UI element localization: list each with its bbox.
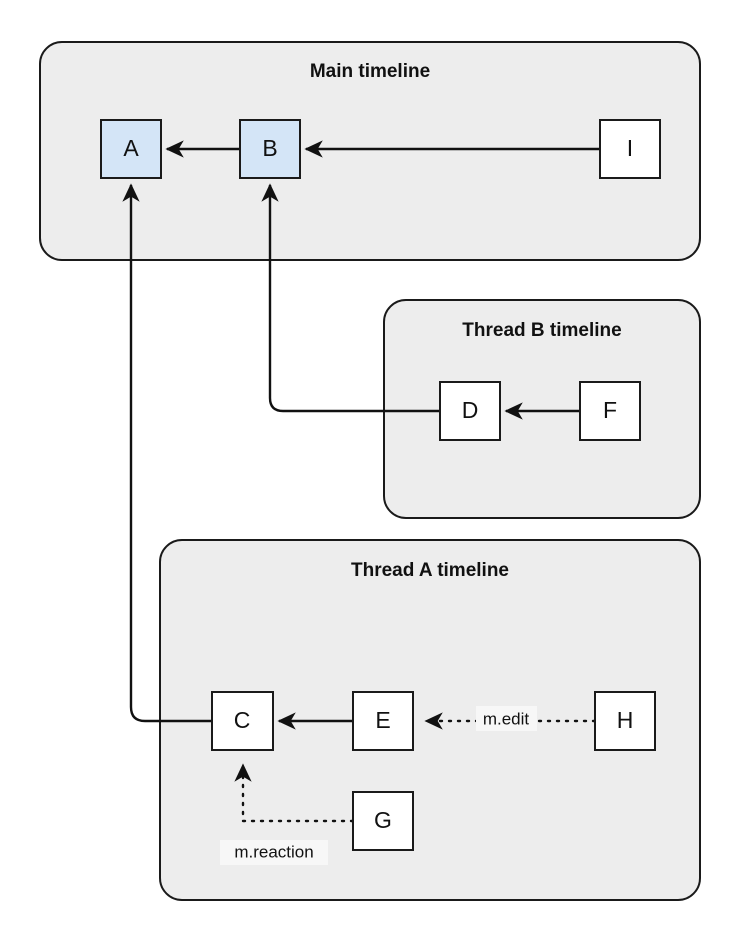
edge-label-m-edit-bg <box>476 706 537 731</box>
node-rect-G[interactable] <box>352 791 414 851</box>
node-label-I: I <box>627 135 633 161</box>
edge-label-m-reaction: m.reaction <box>220 840 328 865</box>
edge-label-m-edit-text: m.edit <box>483 709 530 728</box>
group-title-thread-a: Thread A timeline <box>351 560 509 581</box>
node-D[interactable]: D <box>439 381 501 441</box>
node-label-B: B <box>262 135 277 161</box>
edge-g-to-c <box>234 763 355 823</box>
group-box-main <box>39 41 701 261</box>
node-rect-C[interactable] <box>211 691 274 751</box>
edge-d-to-b <box>261 183 440 413</box>
node-E[interactable]: E <box>352 691 414 751</box>
node-rect-I[interactable] <box>599 119 661 179</box>
node-label-H: H <box>617 707 634 733</box>
node-C[interactable]: C <box>211 691 274 751</box>
node-label-C: C <box>234 707 251 733</box>
group-thread-b-timeline: Thread B timeline <box>383 299 701 519</box>
node-label-G: G <box>374 807 392 833</box>
node-rect-A[interactable] <box>100 119 162 179</box>
node-A[interactable]: A <box>100 119 162 179</box>
node-rect-H[interactable] <box>594 691 656 751</box>
node-label-A: A <box>123 135 139 161</box>
node-F[interactable]: F <box>579 381 641 441</box>
edge-label-m-reaction-bg <box>220 840 328 865</box>
node-rect-F[interactable] <box>579 381 641 441</box>
node-label-D: D <box>462 397 479 423</box>
edge-c-to-a <box>122 183 212 723</box>
node-I[interactable]: I <box>599 119 661 179</box>
node-G[interactable]: G <box>352 791 414 851</box>
node-rect-E[interactable] <box>352 691 414 751</box>
edge-label-m-reaction-text: m.reaction <box>234 842 313 861</box>
node-B[interactable]: B <box>239 119 301 179</box>
node-rect-D[interactable] <box>439 381 501 441</box>
node-rect-B[interactable] <box>239 119 301 179</box>
node-H[interactable]: H <box>594 691 656 751</box>
group-title-main: Main timeline <box>310 61 430 82</box>
edge-label-m-edit: m.edit <box>476 706 537 731</box>
group-box-thread-b <box>383 299 701 519</box>
node-label-F: F <box>603 397 617 423</box>
group-title-thread-b: Thread B timeline <box>462 320 621 341</box>
group-main-timeline: Main timeline <box>39 41 701 261</box>
node-label-E: E <box>375 707 390 733</box>
